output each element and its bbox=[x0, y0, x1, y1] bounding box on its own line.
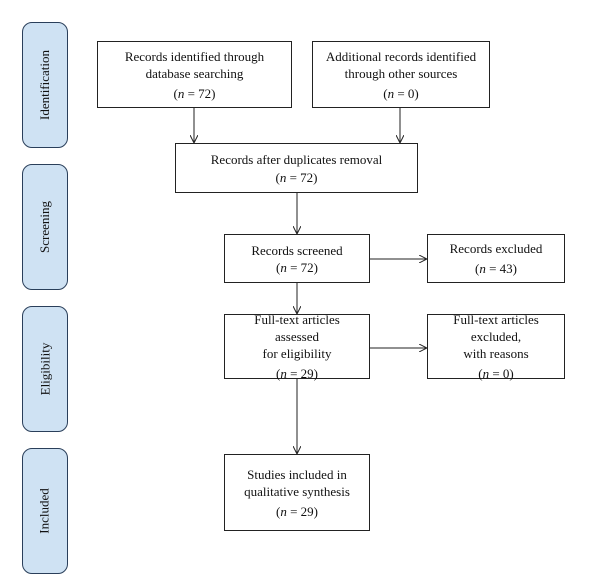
box-text-line: Records after duplicates removal bbox=[210, 151, 383, 167]
record-count: (n = 43) bbox=[474, 261, 518, 276]
count-variable: n bbox=[387, 85, 395, 101]
record-count: (n = 29) bbox=[275, 366, 319, 381]
count-variable: n bbox=[280, 503, 287, 519]
full-text-assessed-box: Full-text articles assessed for eligibil… bbox=[224, 312, 370, 381]
box-text-line: Additional records identified bbox=[325, 48, 477, 64]
count-variable: n bbox=[280, 366, 287, 381]
box-text-line: Records screened bbox=[251, 242, 343, 258]
count-value: = 72 bbox=[184, 85, 212, 101]
count-variable: n bbox=[482, 366, 490, 381]
record-count: (n = 72) bbox=[275, 259, 319, 275]
additional-records-box: Additional records identified through ot… bbox=[312, 41, 490, 108]
stage-eligibility: Eligibility bbox=[22, 306, 68, 432]
count-value: = 29 bbox=[286, 503, 314, 519]
stage-included: Included bbox=[22, 448, 68, 574]
record-count: (n = 0) bbox=[383, 85, 419, 101]
box-text-line: Studies included in bbox=[247, 466, 347, 482]
count-value: = 43 bbox=[485, 261, 513, 276]
count-value: = 72 bbox=[286, 169, 314, 185]
count-value: = 72 bbox=[286, 259, 314, 275]
box-text-line: for eligibility bbox=[262, 346, 332, 361]
box-text-line: database searching bbox=[145, 65, 244, 81]
count-variable: n bbox=[280, 259, 287, 275]
stage-identification: Identification bbox=[22, 22, 68, 148]
duplicates-removed-box: Records after duplicates removal (n = 72… bbox=[175, 143, 418, 193]
count-value: = 29 bbox=[286, 366, 314, 381]
records-identified-database-box: Records identified through database sear… bbox=[97, 41, 292, 108]
stage-screening: Screening bbox=[22, 164, 68, 290]
box-text-line: Full-text articles assessed bbox=[254, 312, 340, 344]
count-variable: n bbox=[177, 85, 185, 101]
box-text-line: Records excluded bbox=[449, 241, 543, 256]
records-screened-box: Records screened (n = 72) bbox=[224, 234, 370, 283]
box-text-line: Full-text articles excluded, bbox=[453, 312, 539, 344]
count-value: = 0 bbox=[394, 85, 415, 101]
count-variable: n bbox=[279, 169, 287, 185]
count-variable: n bbox=[479, 261, 486, 276]
studies-included-box: Studies included in qualitative synthesi… bbox=[224, 454, 370, 531]
box-text-line: Records identified through bbox=[124, 48, 265, 64]
records-excluded-box: Records excluded (n = 43) bbox=[427, 234, 565, 283]
record-count: (n = 29) bbox=[275, 503, 319, 519]
record-count: (n = 0) bbox=[478, 366, 514, 381]
box-text-line: through other sources bbox=[344, 65, 458, 81]
box-text-line: qualitative synthesis bbox=[244, 483, 350, 499]
box-text-line: with reasons bbox=[463, 346, 529, 361]
record-count: (n = 72) bbox=[173, 85, 216, 101]
record-count: (n = 72) bbox=[275, 169, 318, 185]
full-text-excluded-box: Full-text articles excluded, with reason… bbox=[427, 312, 565, 381]
count-value: = 0 bbox=[489, 366, 510, 381]
